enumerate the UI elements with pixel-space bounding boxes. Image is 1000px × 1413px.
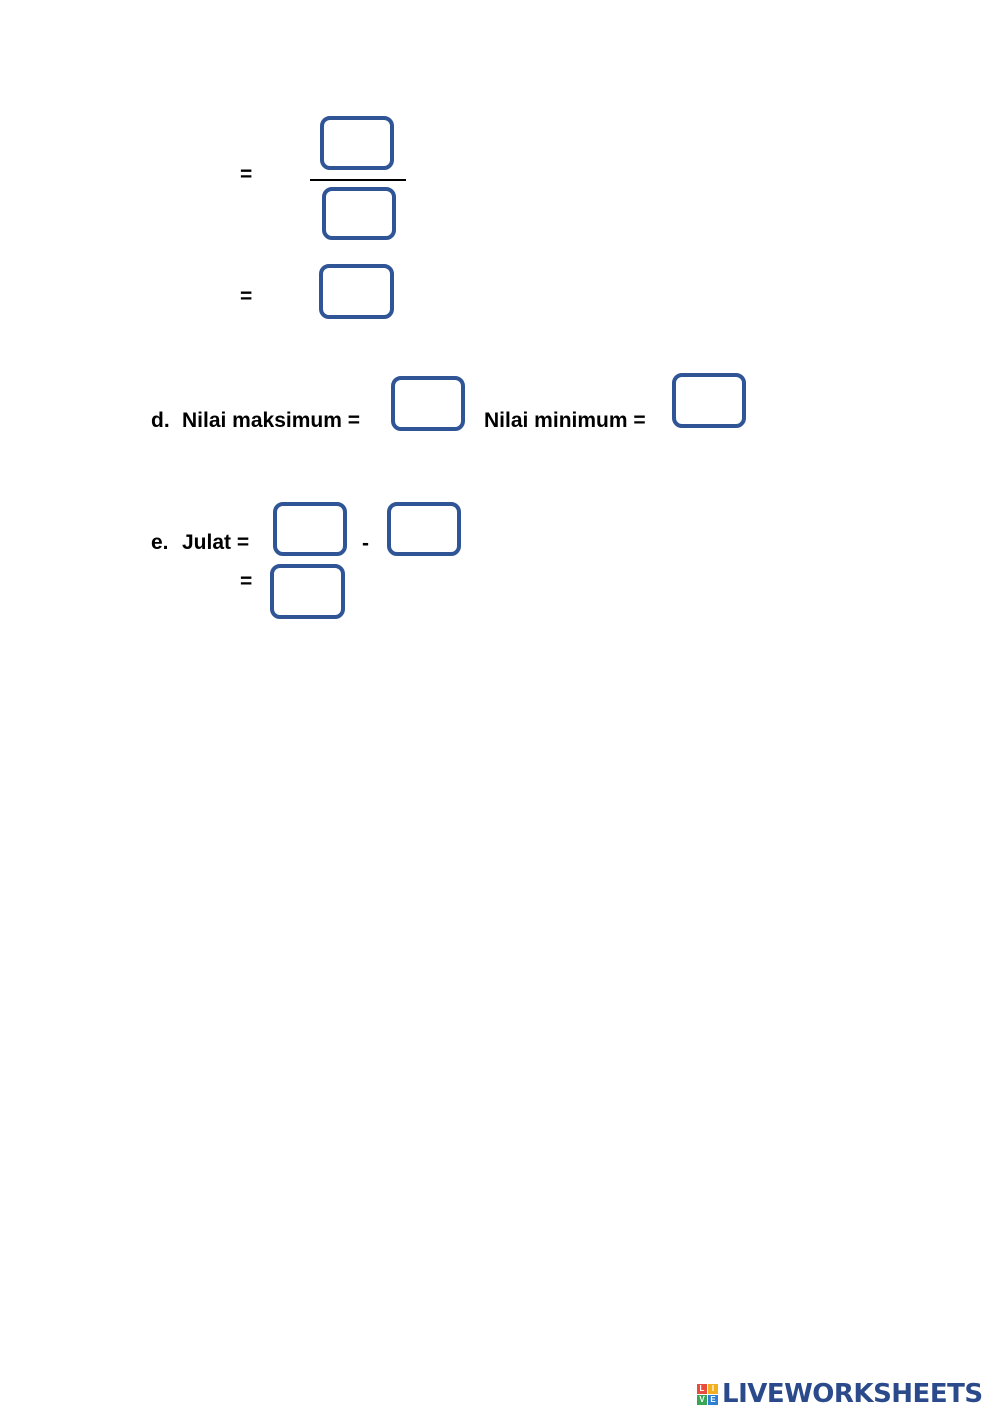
range-max-input[interactable] (273, 502, 347, 556)
equals-sign-3: = (240, 570, 253, 593)
range-label: Julat = (182, 531, 250, 554)
liveworksheets-wordmark: LIVEWORKSHEETS (722, 1379, 983, 1409)
max-value-label: Nilai maksimum = (182, 409, 360, 432)
mark-letter-i: I (708, 1383, 718, 1394)
equals-sign-1: = (240, 163, 253, 186)
denominator-input[interactable] (322, 187, 396, 240)
minus-sign: - (362, 532, 369, 555)
max-value-input[interactable] (391, 376, 465, 431)
range-min-input[interactable] (387, 502, 461, 556)
min-value-label: Nilai minimum = (484, 409, 646, 432)
equals-sign-2: = (240, 285, 253, 308)
part-d-letter: d. (151, 409, 170, 432)
range-result-input[interactable] (270, 564, 345, 619)
result-input[interactable] (319, 264, 394, 319)
mark-letter-v: V (697, 1394, 707, 1405)
liveworksheets-logo: L I V E LIVEWORKSHEETS (697, 1379, 983, 1409)
mark-letter-l: L (697, 1383, 707, 1394)
min-value-input[interactable] (672, 373, 746, 428)
fraction-line (310, 179, 406, 181)
mark-letter-e: E (708, 1394, 718, 1405)
numerator-input[interactable] (320, 116, 394, 170)
part-e-letter: e. (151, 531, 169, 554)
liveworksheets-mark-icon: L I V E (697, 1383, 718, 1405)
